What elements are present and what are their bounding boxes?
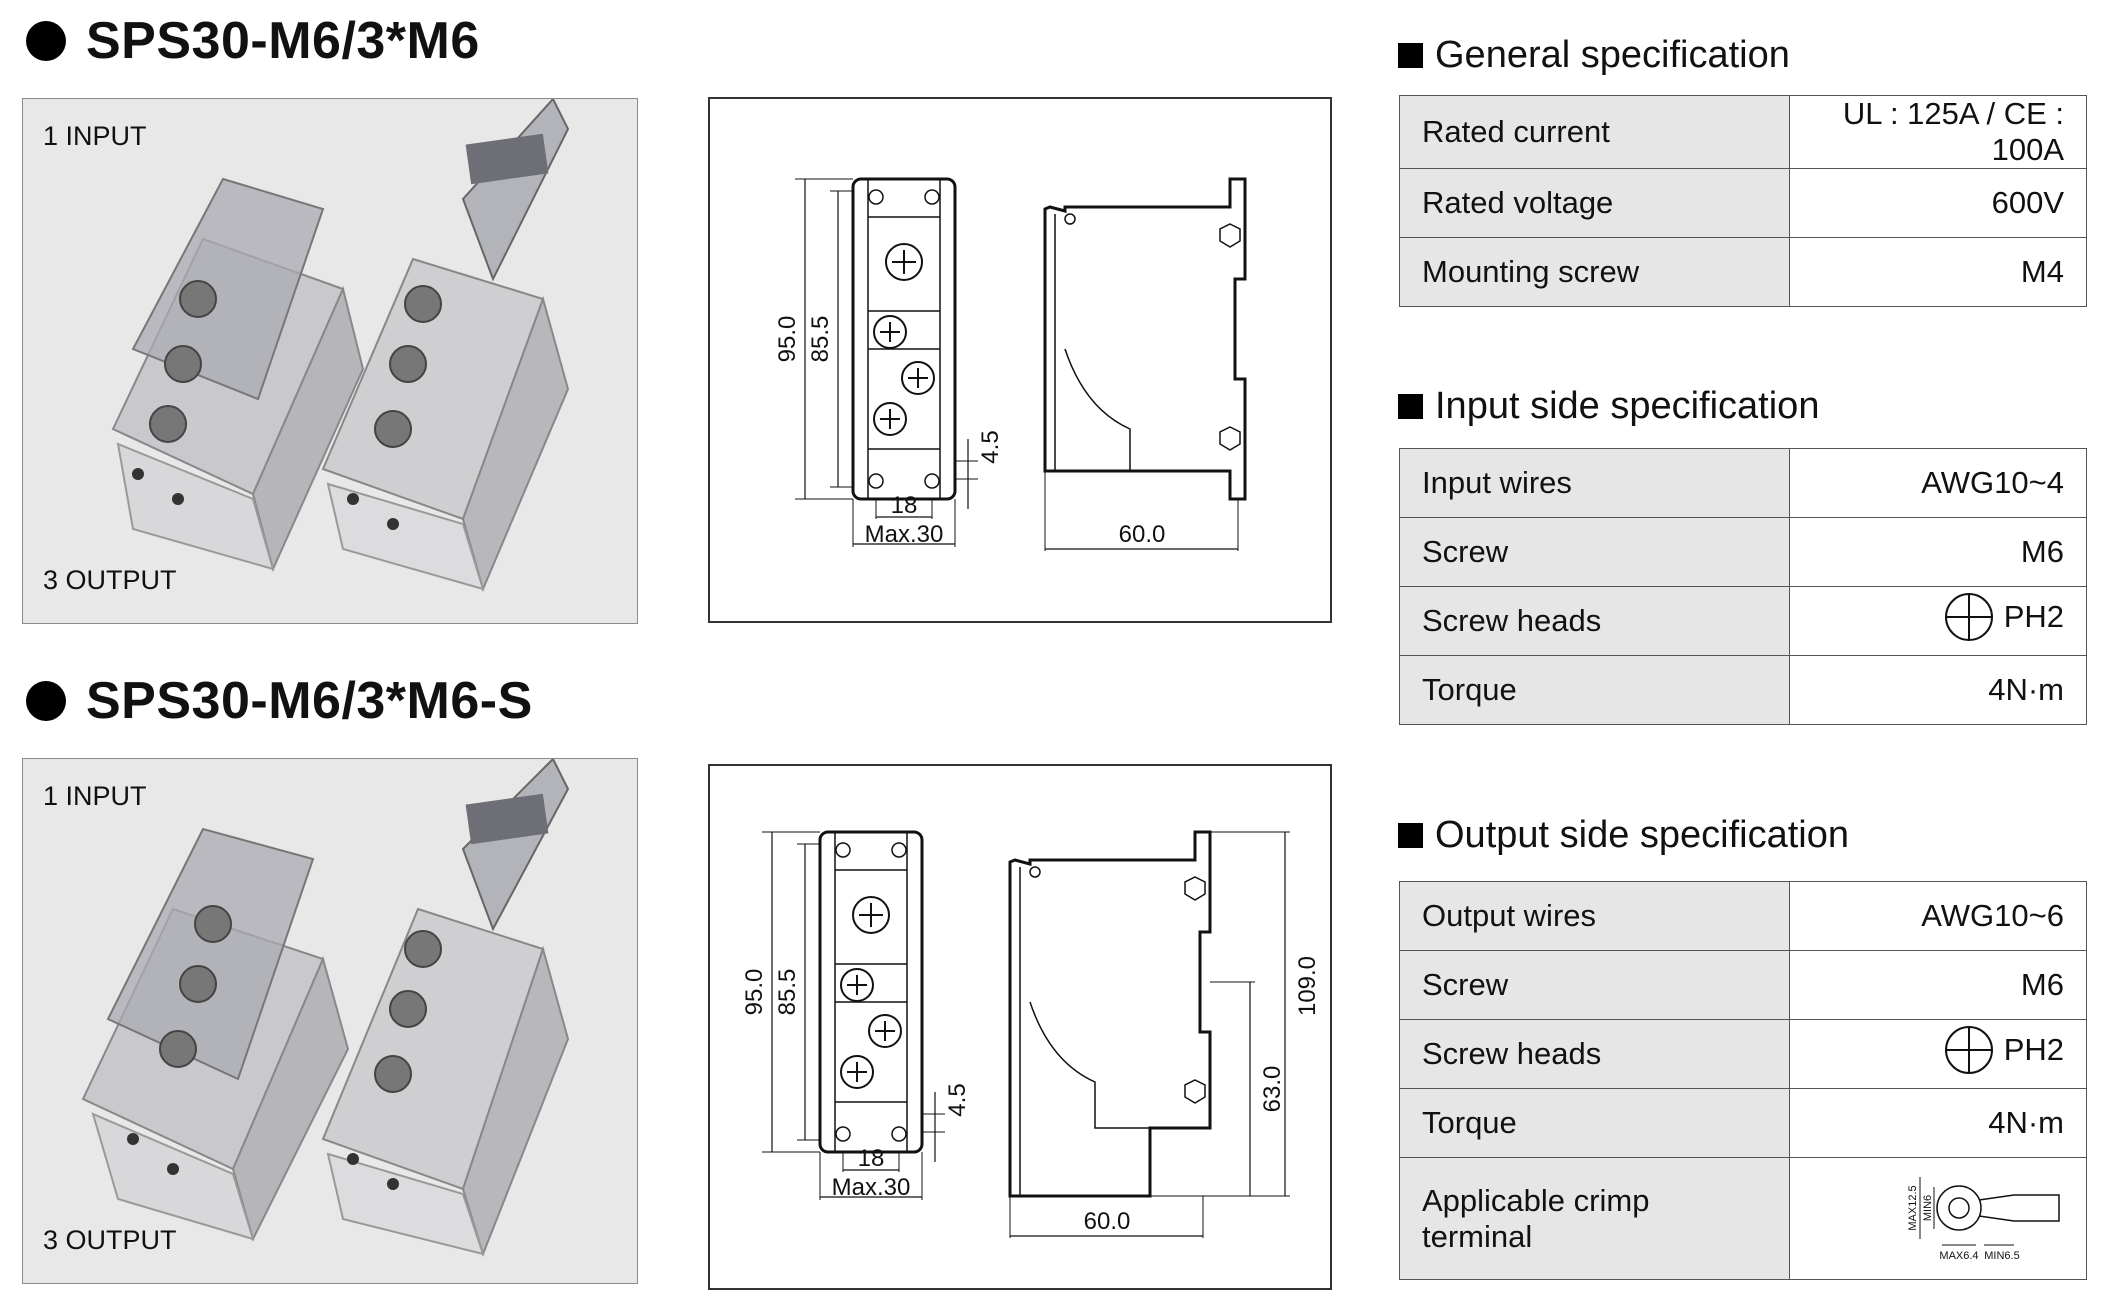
spec-value: 600V <box>1789 168 2087 238</box>
dim-offset: 4.5 <box>977 430 1004 463</box>
spec-value: AWG10~4 <box>1789 448 2087 518</box>
table-row: Input wires AWG10~4 <box>1399 448 2087 518</box>
dim-height-total: 109.0 <box>1294 956 1321 1016</box>
crimp-min-hole: MIN6 <box>1922 1194 1934 1220</box>
product-photo-1: 1 INPUT 3 OUTPUT <box>22 98 638 624</box>
spec-key: Output wires <box>1399 881 1790 951</box>
dim-pitch: 18 <box>858 1145 885 1172</box>
output-label: 3 OUTPUT <box>43 1225 177 1255</box>
spec-key: Rated voltage <box>1399 168 1790 238</box>
phillips-cross-icon <box>1944 593 1993 641</box>
spec-key: Mounting screw <box>1399 237 1790 307</box>
spec-value-cell: PH2 <box>1789 1019 2087 1089</box>
terminal-block-illustration <box>81 759 570 1258</box>
section-marker-icon <box>1398 822 1423 848</box>
spec-key: Screw heads <box>1399 1019 1790 1089</box>
dim-depth: 60.0 <box>1084 1208 1131 1235</box>
spec-key: Rated current <box>1399 95 1790 169</box>
dim-inner-height: 85.5 <box>774 969 801 1016</box>
spec-value: AWG10~6 <box>1789 881 2087 951</box>
dim-overall-height: 95.0 <box>774 316 801 363</box>
input-spec-title: Input side specification <box>1398 381 1819 431</box>
section-title-text: Input side specification <box>1435 384 1820 427</box>
crimp-terminal-icon: MAX12.5 MIN6 MAX6.4 MIN6.5 <box>1907 1176 2060 1262</box>
spec-value: M4 <box>1789 237 2087 307</box>
spec-value: PH2 <box>2003 1032 2064 1067</box>
product-photo-2: 1 INPUT 3 OUTPUT <box>22 758 638 1284</box>
crimp-max-height: MAX12.5 <box>1907 1185 1919 1230</box>
dim-max-width: Max.30 <box>865 521 944 548</box>
dim-depth: 60.0 <box>1119 521 1166 548</box>
crimp-min-length: MIN6.5 <box>1984 1250 2019 1262</box>
table-row: Torque 4N·m <box>1399 1088 2087 1158</box>
dim-max-width: Max.30 <box>832 1174 911 1201</box>
output-spec-table: Output wires AWG10~6 Screw M6 Screw head… <box>1399 881 2087 1280</box>
dim-height-lower: 63.0 <box>1259 1066 1286 1113</box>
output-spec-title: Output side specification <box>1398 810 1849 860</box>
spec-key: Screw heads <box>1399 586 1790 656</box>
spec-key: Input wires <box>1399 448 1790 518</box>
dim-offset: 4.5 <box>944 1083 971 1116</box>
input-label: 1 INPUT <box>43 121 147 151</box>
bullet-icon <box>26 681 66 721</box>
table-row: Applicable crimp terminal MAX12.5 MIN6 M… <box>1399 1157 2087 1280</box>
section-title-text: Output side specification <box>1435 813 1850 856</box>
spec-value-cell: MAX12.5 MIN6 MAX6.4 MIN6.5 <box>1789 1157 2087 1280</box>
product-title-1: SPS30-M6/3*M6 <box>26 8 480 74</box>
table-row: Rated current UL : 125A / CE : 100A <box>1399 95 2087 169</box>
general-spec-title: General specification <box>1398 30 1790 80</box>
spec-value: M6 <box>1789 517 2087 587</box>
spec-key: Screw <box>1399 950 1790 1020</box>
spec-key: Screw <box>1399 517 1790 587</box>
general-spec-table: Rated current UL : 125A / CE : 100A Rate… <box>1399 95 2087 307</box>
table-row: Torque 4N·m <box>1399 655 2087 725</box>
terminal-block-illustration <box>111 99 570 592</box>
dimension-drawing-2: 95.0 85.5 4.5 18 Max.30 109.0 63.0 60.0 <box>708 764 1332 1290</box>
section-marker-icon <box>1398 393 1423 419</box>
crimp-max-width: MAX6.4 <box>1939 1250 1978 1262</box>
product-title-text: SPS30-M6/3*M6-S <box>86 672 533 730</box>
output-label: 3 OUTPUT <box>43 565 177 595</box>
spec-value-cell: PH2 <box>1789 586 2087 656</box>
table-row: Mounting screw M4 <box>1399 237 2087 307</box>
product-title-2: SPS30-M6/3*M6-S <box>26 668 533 734</box>
input-label: 1 INPUT <box>43 781 147 811</box>
spec-key: Torque <box>1399 655 1790 725</box>
table-row: Output wires AWG10~6 <box>1399 881 2087 951</box>
section-marker-icon <box>1398 42 1423 68</box>
input-spec-table: Input wires AWG10~4 Screw M6 Screw heads… <box>1399 448 2087 725</box>
spec-value: 4N·m <box>1789 1088 2087 1158</box>
spec-value: PH2 <box>2003 599 2064 634</box>
dim-overall-height: 95.0 <box>741 969 768 1016</box>
spec-key: Torque <box>1399 1088 1790 1158</box>
table-row: Screw M6 <box>1399 950 2087 1020</box>
bullet-icon <box>26 21 66 61</box>
dimension-drawing-1: 95.0 85.5 4.5 18 Max.30 60.0 <box>708 97 1332 623</box>
spec-value: M6 <box>1789 950 2087 1020</box>
table-row: Screw heads PH2 <box>1399 586 2087 656</box>
spec-value: UL : 125A / CE : 100A <box>1789 95 2087 169</box>
table-row: Screw heads PH2 <box>1399 1019 2087 1089</box>
table-row: Rated voltage 600V <box>1399 168 2087 238</box>
section-title-text: General specification <box>1435 33 1790 76</box>
spec-key: Applicable crimp terminal <box>1399 1157 1790 1280</box>
product-title-text: SPS30-M6/3*M6 <box>86 12 480 70</box>
phillips-cross-icon <box>1944 1026 1993 1074</box>
table-row: Screw M6 <box>1399 517 2087 587</box>
dim-pitch: 18 <box>891 492 918 519</box>
spec-value: 4N·m <box>1789 655 2087 725</box>
dim-inner-height: 85.5 <box>807 316 834 363</box>
